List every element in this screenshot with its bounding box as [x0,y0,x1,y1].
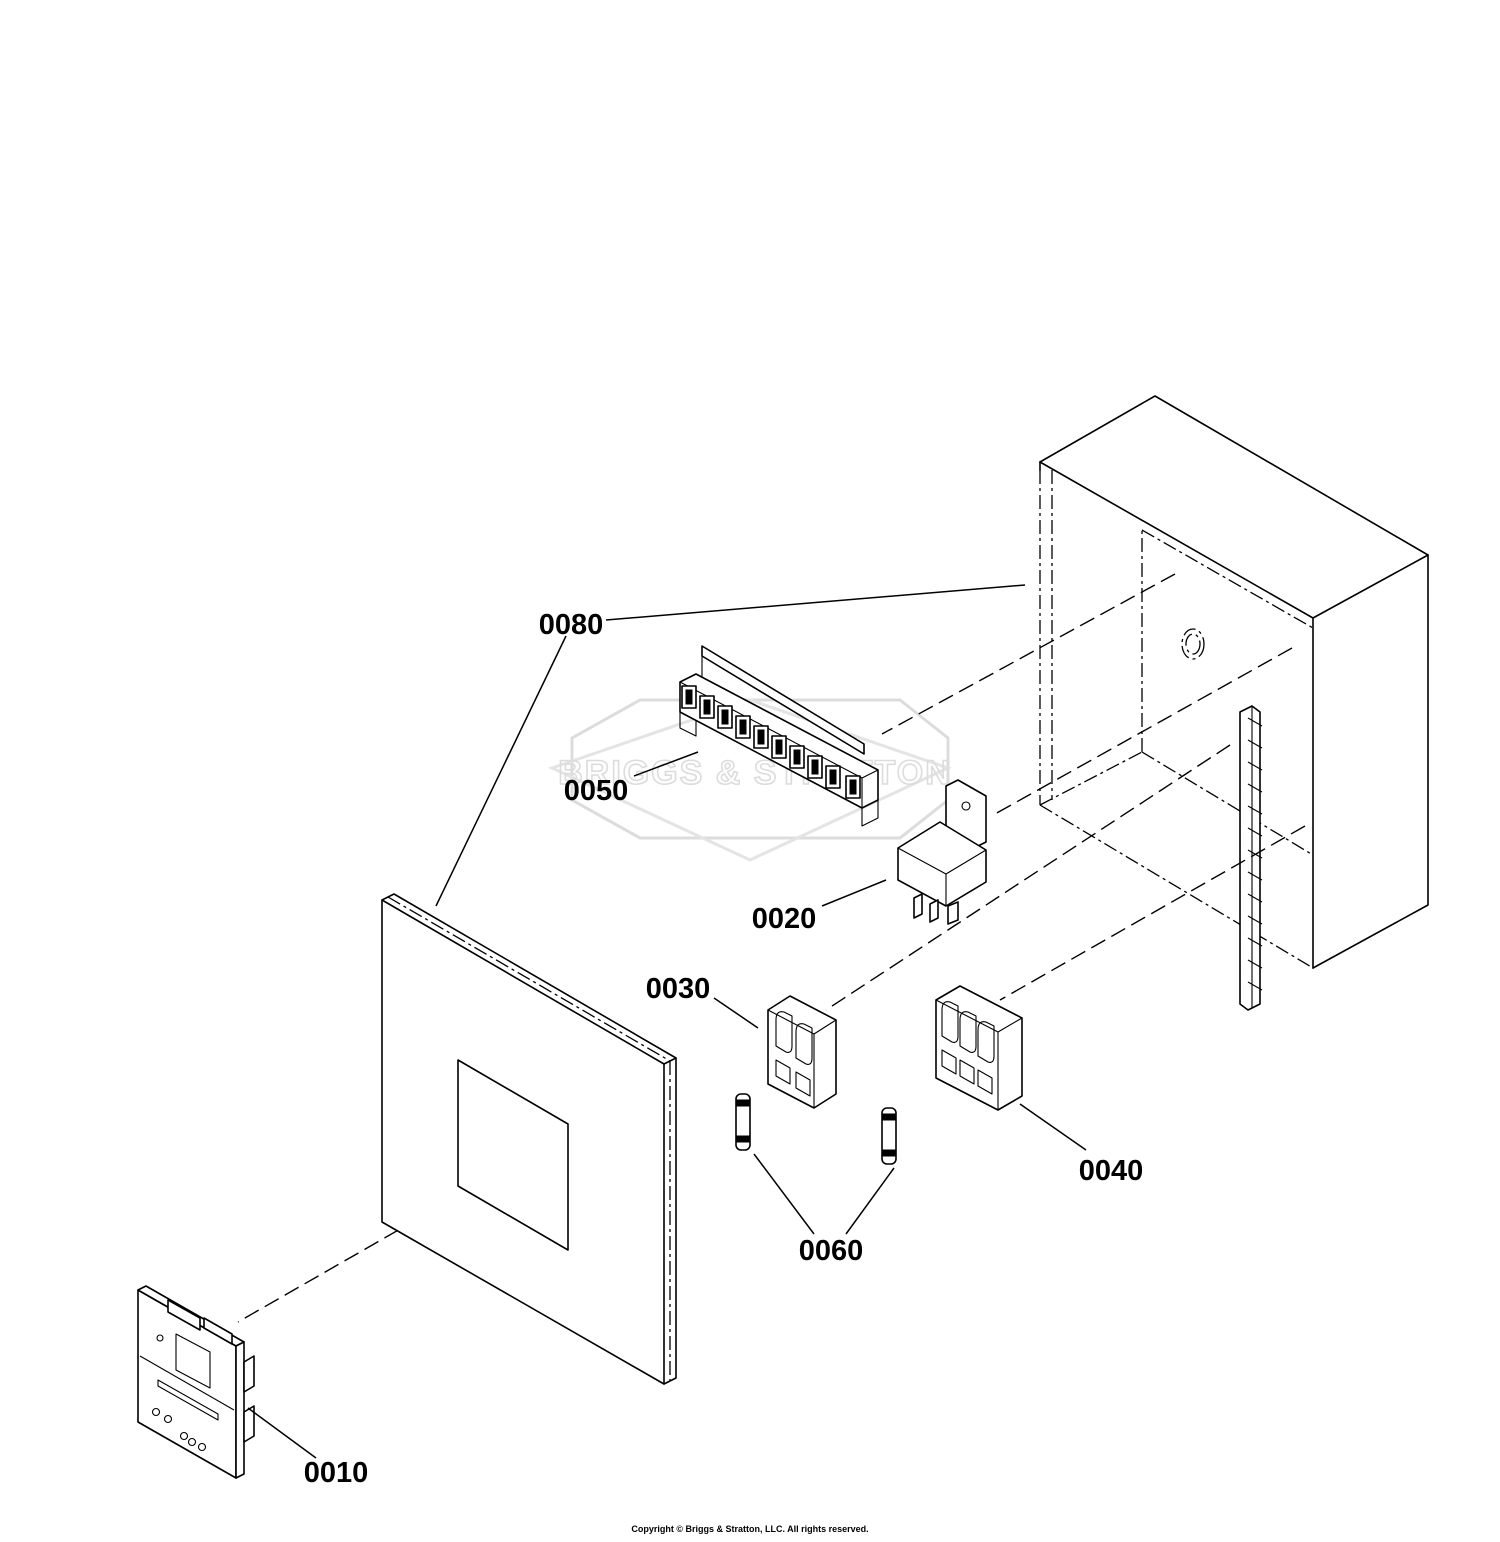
assembly-guide-lines [237,573,1306,1323]
label-0040: 0040 [1079,1155,1144,1187]
fuse-drawing-left [735,1093,751,1151]
terminal-block-drawing [679,645,879,827]
label-0060: 0060 [799,1235,864,1267]
leader-lines [247,584,1087,1459]
label-0080: 0080 [539,609,604,641]
fuse-holder-2pole-drawing [767,995,837,1109]
terminal-screws [681,685,861,799]
label-0010: 0010 [304,1457,369,1489]
enclosure-drawing [1039,395,1429,1011]
watermark-text: BRIGGS & STRATTON [558,754,952,792]
relay-drawing [897,779,987,925]
label-0030: 0030 [646,973,711,1005]
fuse-drawing-right [881,1107,897,1165]
cover-panel-drawing [381,893,677,1385]
label-0020: 0020 [752,903,817,935]
watermark-logo: BRIGGS & STRATTON [547,698,953,862]
copyright-notice: Copyright © Briggs & Stratton, LLC. All … [631,1524,868,1534]
din-strip-teeth [1247,706,1263,1008]
fuse-holder-3pole-drawing [935,985,1023,1111]
display-cutout [457,1059,569,1251]
controller-board-drawing [137,1285,255,1479]
label-0050: 0050 [564,775,629,807]
